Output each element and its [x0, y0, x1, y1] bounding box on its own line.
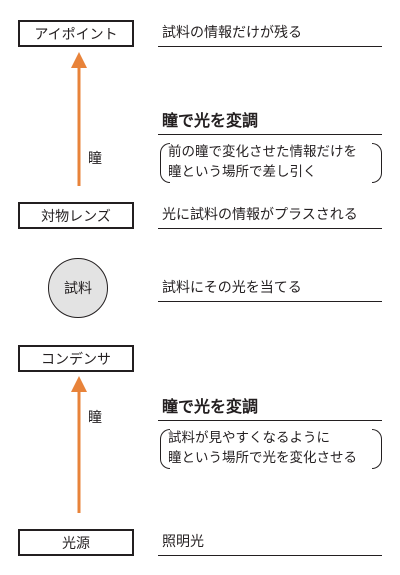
lower-pupil-label: 瞳 — [88, 410, 102, 426]
light-source-box: 光源 — [18, 529, 134, 556]
sample-label: 試料 — [64, 281, 92, 297]
lower-note-line-2: 瞳という場所で光を変化させる — [168, 450, 357, 466]
upper-arrow-head — [71, 52, 87, 68]
objective-lens-rule — [158, 228, 382, 229]
lower-note: 試料が見やすくなるように 瞳という場所で光を変化させる — [160, 429, 382, 471]
condenser-box: コンデンサ — [18, 345, 134, 372]
upper-note-line-2: 瞳という場所で差し引く — [168, 164, 317, 180]
lower-note-text: 試料が見やすくなるように 瞳という場所で光を変化させる — [168, 428, 357, 468]
upper-note: 前の瞳で変化させた情報だけを 瞳という場所で差し引く — [160, 143, 382, 185]
lower-note-line-1: 試料が見やすくなるように — [168, 430, 330, 446]
eye-point-rule — [158, 46, 382, 47]
light-source-description: 照明光 — [162, 534, 204, 550]
upper-note-line-1: 前の瞳で変化させた情報だけを — [168, 144, 357, 160]
upper-note-right-paren — [372, 143, 382, 183]
upper-heading-rule — [158, 134, 382, 135]
sample-circle: 試料 — [48, 258, 108, 318]
lower-heading: 瞳で光を変調 — [162, 397, 259, 416]
sample-description: 試料にその光を当てる — [162, 280, 302, 296]
upper-pupil-label: 瞳 — [88, 151, 102, 167]
upper-heading: 瞳で光を変調 — [162, 111, 259, 130]
light-source-label: 光源 — [62, 535, 90, 552]
light-source-rule — [158, 555, 382, 556]
objective-lens-box: 対物レンズ — [18, 202, 134, 229]
condenser-label: コンデンサ — [41, 351, 111, 368]
objective-lens-description: 光に試料の情報がプラスされる — [162, 207, 358, 223]
sample-rule — [158, 301, 382, 302]
upper-note-text: 前の瞳で変化させた情報だけを 瞳という場所で差し引く — [168, 142, 357, 182]
lower-heading-rule — [158, 420, 382, 421]
lower-note-right-paren — [372, 429, 382, 469]
eye-point-description: 試料の情報だけが残る — [162, 25, 302, 41]
eye-point-label: アイポイント — [34, 26, 118, 43]
lower-arrow-head — [71, 376, 87, 392]
objective-lens-label: 対物レンズ — [41, 208, 111, 225]
eye-point-box: アイポイント — [18, 20, 134, 47]
